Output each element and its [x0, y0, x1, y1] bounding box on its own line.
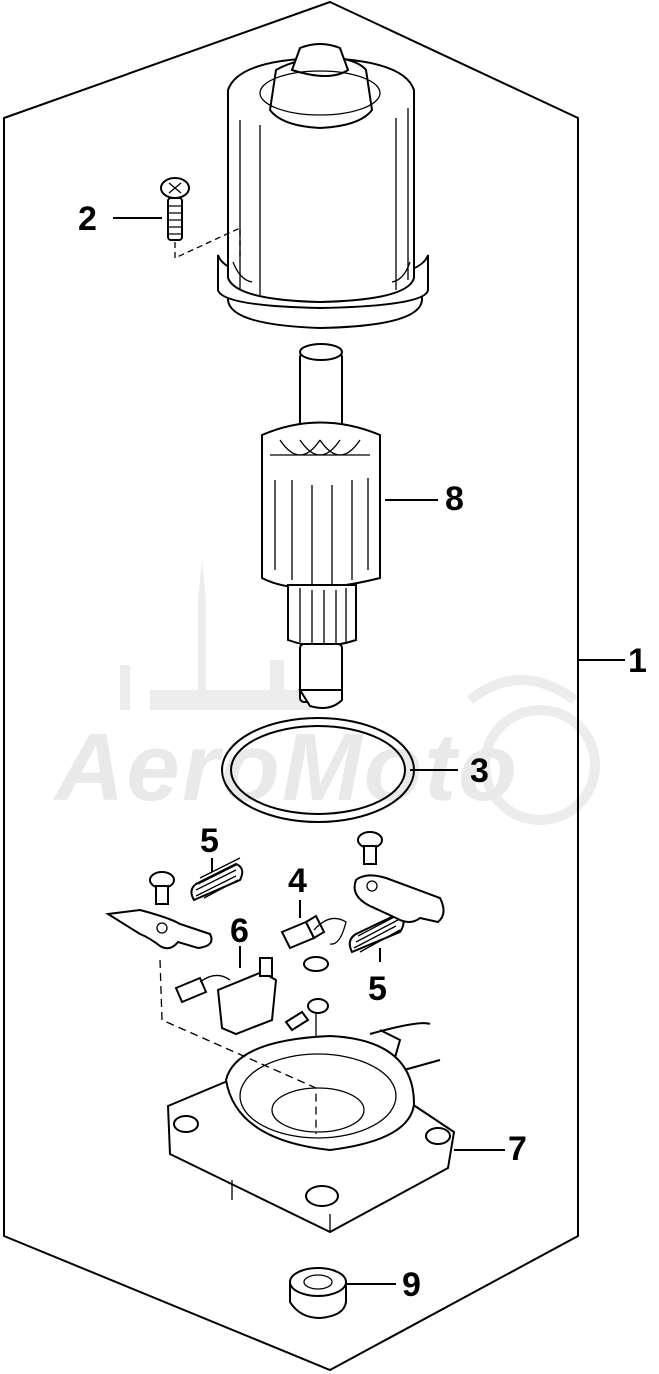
brush-spring-left	[190, 857, 244, 902]
callout-2: 2	[78, 200, 97, 238]
callout-7: 7	[508, 1130, 527, 1168]
callout-6: 6	[230, 912, 249, 950]
callout-4: 4	[288, 862, 307, 900]
motorcycle-wheel-icon	[480, 705, 600, 825]
callout-5-lower: 5	[368, 970, 387, 1008]
commutator-end-frame	[166, 1034, 505, 1234]
callout-8: 8	[445, 480, 464, 518]
callout-5-upper: 5	[200, 822, 219, 860]
plate-screw-right	[357, 831, 383, 865]
assembly-boundary	[3, 0, 579, 1372]
housing-bolt	[113, 177, 241, 260]
armature	[261, 343, 438, 709]
callout-9: 9	[402, 1266, 421, 1304]
brush-holder	[174, 946, 278, 1036]
watermark: AeroMoto	[53, 560, 600, 825]
starter-yoke-housing	[217, 43, 429, 330]
callout-3: 3	[470, 752, 489, 790]
brush-plate-left	[105, 908, 213, 950]
o-ring	[221, 717, 458, 823]
bushing	[289, 1267, 396, 1320]
brush-plate-right	[353, 874, 445, 924]
plate-screw-left	[149, 871, 175, 905]
brush-spring-right	[348, 912, 405, 962]
watermark-text: AeroMoto	[53, 714, 519, 821]
callout-1: 1	[628, 642, 647, 680]
carbon-brush	[280, 900, 347, 972]
assembly-guide-line	[159, 959, 317, 1134]
